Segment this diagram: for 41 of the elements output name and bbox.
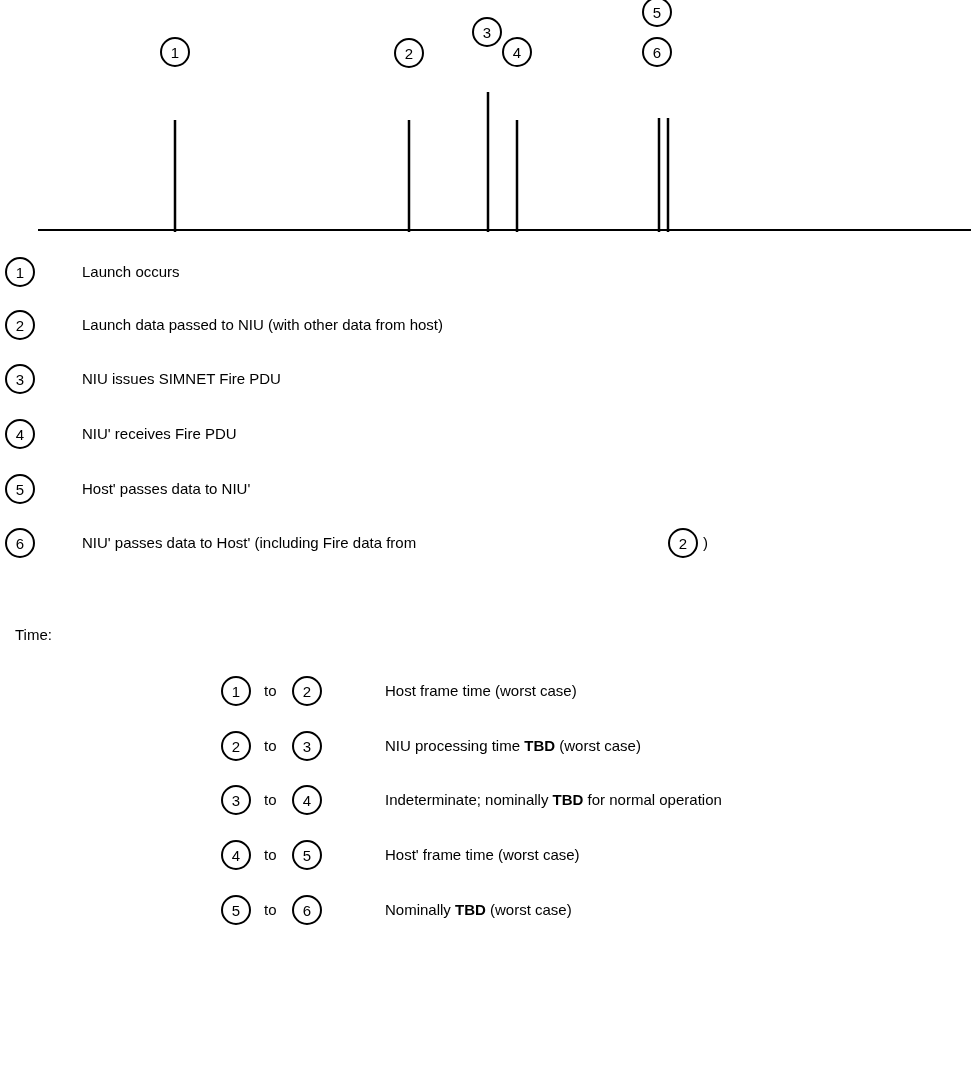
description-text: Launch data passed to NIU (with other data from host) [82,316,444,334]
description-text: Indeterminate; nominally TBD for normal operation [385,791,722,809]
number-circle: 2 [221,731,251,761]
connector-word: to [264,846,277,864]
description-text: NIU' receives Fire PDU [82,425,237,443]
number-circle: 4 [292,785,322,815]
number-circle: 5 [292,840,322,870]
description-text: Host' passes data to NIU' [82,480,251,498]
number-circle: 4 [221,840,251,870]
description-text: Launch occurs [82,263,180,281]
description-text: NIU' passes data to Host' (including Fire data from [82,534,417,552]
number-circle: 4 [5,419,35,449]
number-circle: 5 [5,474,35,504]
number-circle: 3 [5,364,35,394]
number-circle: 6 [642,37,672,67]
number-circle: 2 [5,310,35,340]
number-circle: 4 [502,37,532,67]
number-circle: 3 [292,731,322,761]
number-circle: 1 [5,257,35,287]
description-text: Nominally TBD (worst case) [385,901,572,919]
number-circle: 5 [221,895,251,925]
number-circle: 6 [5,528,35,558]
connector-word: to [264,901,277,919]
number-circle: 2 [668,528,698,558]
connector-word: to [264,682,277,700]
description-text: Host frame time (worst case) [385,682,577,700]
description-text: NIU issues SIMNET Fire PDU [82,370,281,388]
number-circle: 6 [292,895,322,925]
number-circle: 3 [221,785,251,815]
description-text: Host' frame time (worst case) [385,846,580,864]
section-heading: Time: [15,626,52,644]
connector-word: to [264,791,277,809]
description-text: NIU processing time TBD (worst case) [385,737,641,755]
number-circle: 2 [292,676,322,706]
number-circle: 1 [221,676,251,706]
number-circle: 1 [160,37,190,67]
number-circle: 2 [394,38,424,68]
description-text: ) [703,534,708,552]
number-circle: 5 [642,0,672,27]
number-circle: 3 [472,17,502,47]
connector-word: to [264,737,277,755]
